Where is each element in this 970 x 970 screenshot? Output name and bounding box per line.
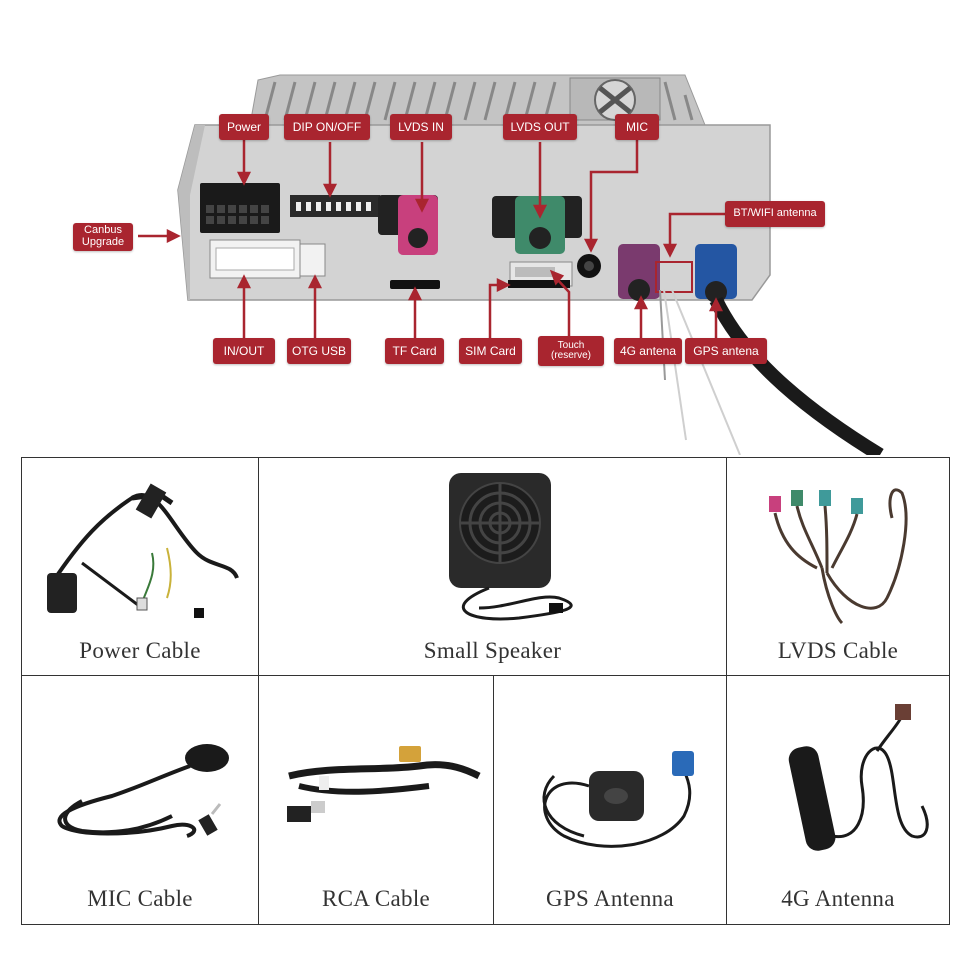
4g-antenna-caption: 4G Antenna: [781, 886, 895, 911]
gps-antenna-image: [542, 751, 694, 848]
rca-cable-caption: RCA Cable: [321, 886, 431, 911]
accessory-rca-cable: RCA Cable: [258, 675, 494, 925]
fan: [569, 77, 661, 121]
callout-otg-usb: OTG USB: [287, 338, 351, 364]
device-diagram: Power DIP ON/OFF LVDS IN LVDS OUT MIC BT…: [0, 0, 970, 455]
callout-dip: DIP ON/OFF: [284, 114, 370, 140]
accessory-small-speaker: Small Speaker: [258, 457, 727, 676]
callout-touch-line1: Touch: [557, 339, 585, 351]
4g-antenna-image: [788, 704, 929, 851]
callout-touch: Touch (reserve): [538, 336, 604, 366]
accessory-mic-cable: MIC Cable: [21, 675, 259, 925]
rca-cable-image: [287, 746, 481, 822]
device-illustration: [138, 74, 884, 455]
mic-cable-caption: MIC Cable: [87, 886, 193, 911]
callout-canbus-line1: Canbus: [84, 224, 122, 237]
power-cable-caption: Power Cable: [79, 638, 201, 663]
callout-4g: 4G antena: [614, 338, 682, 364]
callout-bt-wifi: BT/WIFI antenna: [725, 201, 825, 227]
accessory-4g-antenna: 4G Antenna: [726, 675, 950, 925]
accessory-gps-antenna: GPS Antenna: [493, 675, 727, 925]
small-speaker-caption: Small Speaker: [423, 638, 562, 663]
callout-canbus: Canbus Upgrade: [73, 223, 133, 251]
callout-sim-card: SIM Card: [459, 338, 522, 364]
accessories-grid: Power Cable Small Speaker LVDS Cable: [21, 457, 950, 925]
lvds-cable-caption: LVDS Cable: [777, 638, 899, 663]
callout-gps: GPS antena: [685, 338, 767, 364]
mic-cable-image: [57, 744, 229, 838]
power-cable-image: [47, 483, 239, 618]
callout-touch-line2: (reserve): [550, 350, 591, 361]
callout-canbus-line2: Upgrade: [81, 236, 125, 248]
small-speaker-image: [449, 473, 573, 621]
accessory-power-cable: Power Cable: [21, 457, 259, 676]
callout-lvds-in: LVDS IN: [390, 114, 452, 140]
lvds-cable-image: [769, 488, 908, 625]
accessory-lvds-cable: LVDS Cable: [726, 457, 950, 676]
callout-power: Power: [219, 114, 269, 140]
callout-mic: MIC: [615, 114, 659, 140]
callout-in-out: IN/OUT: [213, 338, 275, 364]
callout-lvds-out: LVDS OUT: [503, 114, 577, 140]
gps-antenna-caption: GPS Antenna: [546, 886, 674, 911]
callout-tf-card: TF Card: [385, 338, 444, 364]
